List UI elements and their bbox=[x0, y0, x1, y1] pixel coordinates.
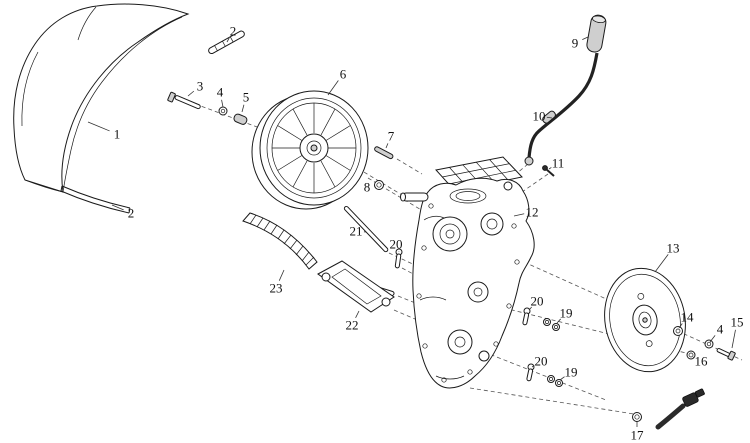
leader-line-part-20c bbox=[531, 365, 535, 368]
part-nuts-19-lower bbox=[547, 375, 563, 387]
part-label-4a: 4 bbox=[217, 85, 224, 100]
part-stud-20b bbox=[522, 307, 531, 326]
part-nuts-19-upper bbox=[543, 318, 560, 331]
leader-line-part-9 bbox=[582, 36, 589, 41]
part-label-19b: 19 bbox=[565, 365, 578, 380]
sensor-cable bbox=[655, 388, 705, 430]
part-label-17: 17 bbox=[631, 428, 645, 443]
leader-line-part-7 bbox=[385, 143, 389, 149]
part-toothed-segment bbox=[242, 212, 318, 270]
part-label-9: 9 bbox=[572, 36, 579, 51]
part-label-20b: 20 bbox=[531, 294, 544, 309]
part-label-2b: 2 bbox=[128, 206, 135, 221]
leader-line-part-2a bbox=[226, 37, 230, 43]
part-label-22: 22 bbox=[346, 318, 359, 333]
part-bolt-3 bbox=[167, 91, 201, 110]
part-washer-14 bbox=[673, 326, 683, 336]
leader-line-part-15 bbox=[731, 329, 736, 349]
leader-line-part-4b bbox=[709, 335, 716, 343]
leader-line-part-23 bbox=[278, 269, 285, 281]
part-disc bbox=[604, 267, 686, 373]
part-label-3: 3 bbox=[197, 79, 204, 94]
gearbox-bolt-dots bbox=[416, 203, 520, 383]
part-label-8: 8 bbox=[364, 180, 371, 195]
part-label-19a: 19 bbox=[560, 306, 573, 321]
part-label-14: 14 bbox=[681, 310, 695, 325]
part-washer-4-left bbox=[218, 106, 228, 116]
part-washer-4-right bbox=[704, 339, 714, 349]
part-oring-17 bbox=[632, 412, 642, 422]
part-label-20a: 20 bbox=[390, 237, 403, 252]
leader-line-part-6 bbox=[327, 80, 339, 96]
part-label-23: 23 bbox=[270, 281, 283, 296]
leader-line-part-22 bbox=[355, 310, 360, 319]
segment-teeth bbox=[249, 214, 315, 266]
part-label-6: 6 bbox=[340, 67, 347, 82]
part-side-cover bbox=[13, 3, 190, 193]
part-label-7: 7 bbox=[388, 129, 395, 144]
leader-line-part-12 bbox=[513, 213, 525, 217]
part-seal-strip-bottom bbox=[60, 185, 131, 214]
pulley-spokes bbox=[272, 103, 356, 193]
part-shift-knob bbox=[586, 14, 607, 53]
part-bracket-22 bbox=[317, 260, 395, 313]
part-label-11: 11 bbox=[552, 156, 565, 171]
part-pulley bbox=[251, 90, 369, 210]
leader-line-part-14 bbox=[678, 323, 683, 329]
part-spacer-5 bbox=[233, 113, 248, 125]
leader-line-part-10 bbox=[546, 116, 553, 119]
part-label-20c: 20 bbox=[535, 354, 548, 369]
part-label-1: 1 bbox=[114, 127, 121, 142]
leader-line-part-2b bbox=[111, 204, 124, 211]
part-stud-20a bbox=[394, 248, 403, 269]
part-label-21: 21 bbox=[350, 224, 363, 239]
leader-line-part-20b bbox=[528, 306, 532, 311]
part-pin-7 bbox=[374, 146, 394, 160]
part-bolt-15 bbox=[716, 348, 736, 361]
part-label-15: 15 bbox=[731, 315, 744, 330]
part-label-10: 10 bbox=[533, 109, 546, 124]
part-label-5: 5 bbox=[243, 90, 250, 105]
leader-line-part-5 bbox=[241, 104, 245, 113]
part-label-16: 16 bbox=[695, 354, 709, 369]
part-seal-strip-top bbox=[208, 30, 245, 55]
leader-line-part-3 bbox=[187, 90, 195, 97]
part-label-13: 13 bbox=[667, 241, 680, 256]
leader-line-part-19b bbox=[559, 376, 565, 381]
leader-line-part-19a bbox=[556, 318, 561, 324]
part-label-2a: 2 bbox=[230, 24, 237, 39]
part-label-12: 12 bbox=[526, 205, 539, 220]
part-shift-rod bbox=[524, 52, 599, 166]
part-oring-8 bbox=[374, 180, 384, 190]
leader-line-part-13 bbox=[654, 254, 669, 273]
part-stud-20c bbox=[526, 363, 535, 382]
part-screw-11 bbox=[542, 165, 555, 177]
leader-line-part-4a bbox=[221, 99, 224, 108]
part-label-4b: 4 bbox=[717, 322, 724, 337]
part-gearbox-housing bbox=[400, 156, 535, 389]
leader-line-part-11 bbox=[548, 167, 552, 170]
leader-line-part-1 bbox=[87, 121, 110, 132]
